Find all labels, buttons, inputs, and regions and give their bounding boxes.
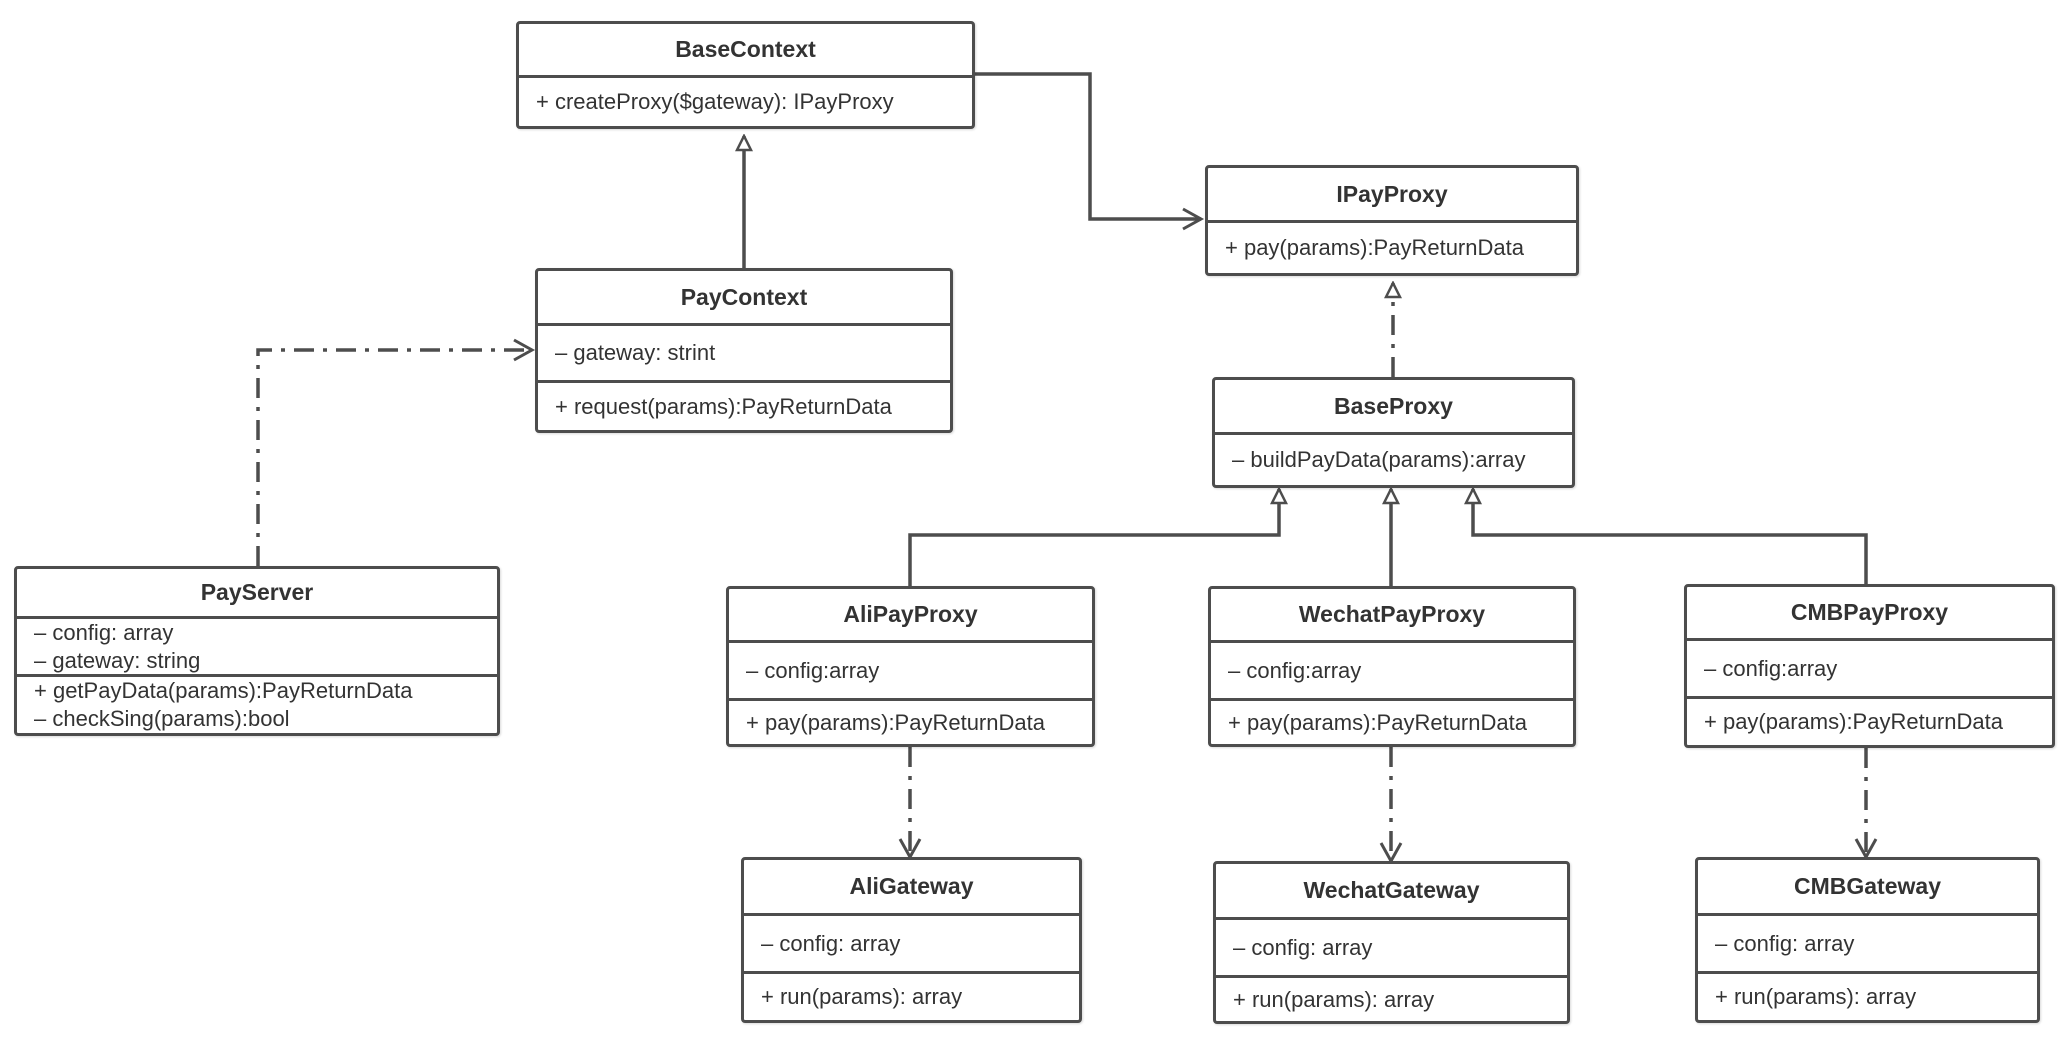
class-pay-server[interactable]: PayServer – config: array – gateway: str… bbox=[14, 566, 500, 736]
class-name: IPayProxy bbox=[1208, 168, 1576, 223]
class-wechat-gateway[interactable]: WechatGateway – config: array + run(para… bbox=[1213, 861, 1570, 1024]
method: + pay(params):PayReturnData bbox=[746, 709, 1045, 735]
attribute: – config:array bbox=[1228, 657, 1362, 683]
method: + createProxy($gateway): IPayProxy bbox=[536, 89, 894, 114]
class-name: AliGateway bbox=[744, 860, 1079, 916]
class-ali-pay-proxy[interactable]: AliPayProxy – config:array + pay(params)… bbox=[726, 586, 1095, 747]
attributes-section: – config: array bbox=[1216, 920, 1567, 975]
class-name: WechatPayProxy bbox=[1211, 589, 1573, 643]
methods-section: + run(params): array bbox=[1698, 971, 2037, 1020]
class-name: CMBGateway bbox=[1698, 860, 2037, 916]
interface-ipay-proxy[interactable]: IPayProxy + pay(params):PayReturnData bbox=[1205, 165, 1579, 276]
class-name: WechatGateway bbox=[1216, 864, 1567, 920]
class-name: PayServer bbox=[17, 569, 497, 619]
attributes-section: – config: array – gateway: string bbox=[17, 619, 497, 674]
attributes-section: – config: array bbox=[744, 916, 1079, 971]
attribute: – config:array bbox=[746, 657, 880, 683]
method: – buildPayData(params):array bbox=[1232, 447, 1526, 472]
methods-section: + request(params):PayReturnData bbox=[538, 380, 950, 430]
attribute: – config:array bbox=[1704, 655, 1838, 681]
method: + run(params): array bbox=[1715, 984, 1917, 1009]
class-name: PayContext bbox=[538, 271, 950, 326]
class-ali-gateway[interactable]: AliGateway – config: array + run(params)… bbox=[741, 857, 1082, 1023]
attributes-section: – config: array bbox=[1698, 916, 2037, 971]
attribute: – config: array bbox=[1715, 930, 1855, 956]
edge-alipayproxy-baseproxy bbox=[908, 489, 1279, 586]
attributes-section: – config:array bbox=[729, 643, 1092, 698]
class-wechat-pay-proxy[interactable]: WechatPayProxy – config:array + pay(para… bbox=[1208, 586, 1576, 747]
methods-section: + run(params): array bbox=[744, 971, 1079, 1020]
attribute: – config: array bbox=[761, 930, 901, 956]
edge-basecontext-ipayproxy bbox=[974, 72, 1205, 231]
methods-section: + pay(params):PayReturnData bbox=[729, 698, 1092, 744]
methods-section: + run(params): array bbox=[1216, 975, 1567, 1021]
method: + pay(params):PayReturnData bbox=[1704, 709, 2003, 734]
class-name: CMBPayProxy bbox=[1687, 587, 2052, 641]
class-name: BaseContext bbox=[519, 24, 972, 78]
class-name: AliPayProxy bbox=[729, 589, 1092, 643]
method: + run(params): array bbox=[1233, 986, 1435, 1012]
methods-section: + pay(params):PayReturnData bbox=[1208, 223, 1576, 273]
class-name: BaseProxy bbox=[1215, 380, 1572, 435]
methods-section: + getPayData(params):PayReturnData – che… bbox=[17, 674, 497, 733]
attribute: – gateway: strint bbox=[555, 340, 716, 365]
attributes-section: – config:array bbox=[1211, 643, 1573, 698]
method: + run(params): array bbox=[761, 984, 963, 1009]
method: – checkSing(params):bool bbox=[34, 706, 290, 731]
method: + request(params):PayReturnData bbox=[555, 393, 892, 419]
class-cmb-gateway[interactable]: CMBGateway – config: array + run(params)… bbox=[1695, 857, 2040, 1023]
class-base-context[interactable]: BaseContext + createProxy($gateway): IPa… bbox=[516, 21, 975, 129]
attributes-section: – config:array bbox=[1687, 641, 2052, 696]
methods-section: + pay(params):PayReturnData bbox=[1687, 696, 2052, 745]
method: + pay(params):PayReturnData bbox=[1228, 709, 1527, 735]
methods-section: + createProxy($gateway): IPayProxy bbox=[519, 78, 972, 126]
method: + getPayData(params):PayReturnData bbox=[34, 678, 413, 703]
attribute: – config: array bbox=[1233, 934, 1373, 960]
methods-section: + pay(params):PayReturnData bbox=[1211, 698, 1573, 744]
class-base-proxy[interactable]: BaseProxy – buildPayData(params):array bbox=[1212, 377, 1575, 488]
class-pay-context[interactable]: PayContext – gateway: strint + request(p… bbox=[535, 268, 953, 433]
class-cmb-pay-proxy[interactable]: CMBPayProxy – config:array + pay(params)… bbox=[1684, 584, 2055, 748]
edge-cmbpayproxy-baseproxy bbox=[1473, 489, 1868, 584]
edge-payserver-paycontext bbox=[256, 338, 536, 566]
attributes-section: – gateway: strint bbox=[538, 326, 950, 380]
method: + pay(params):PayReturnData bbox=[1225, 235, 1524, 260]
attribute: – config: array bbox=[34, 619, 174, 645]
attribute: – gateway: string bbox=[34, 647, 201, 673]
methods-section: – buildPayData(params):array bbox=[1215, 435, 1572, 485]
